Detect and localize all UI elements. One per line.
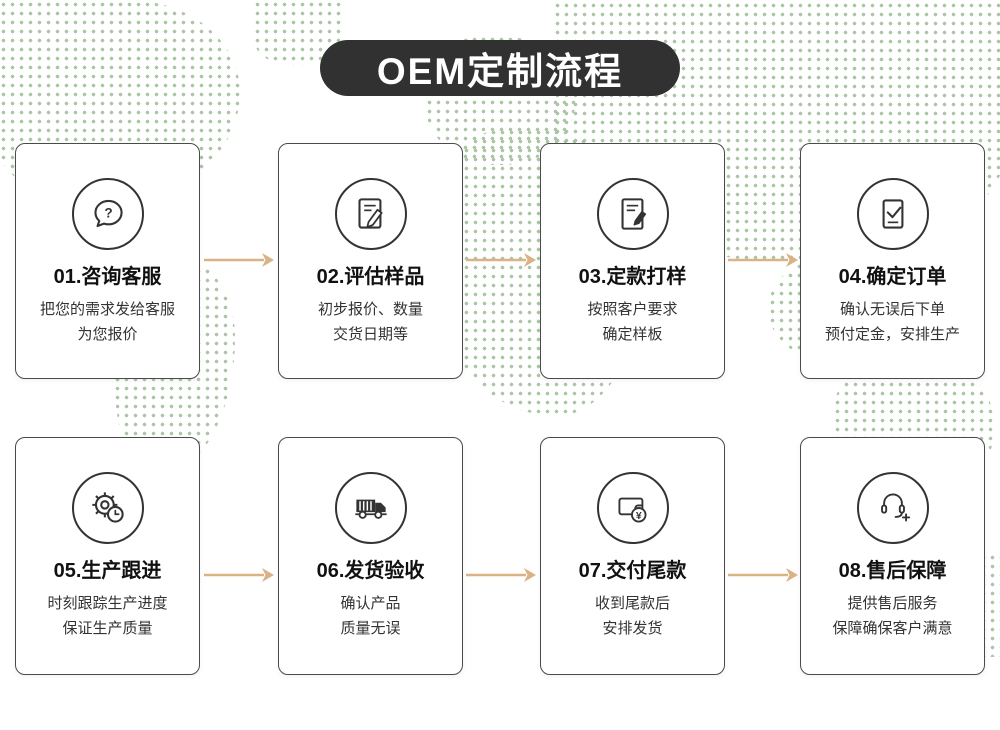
step-desc-line: 时刻跟踪生产进度: [47, 595, 168, 612]
headset-icon: [856, 472, 929, 544]
step-title: 05.生产跟进: [53, 560, 162, 582]
step-card-07: ¥ 07.交付尾款 收到尾款后 安排发货: [540, 437, 725, 675]
step-desc-line: 安排发货: [602, 620, 663, 637]
step-title: 04.确定订单: [838, 266, 947, 288]
step-title: 02.评估样品: [316, 266, 425, 288]
step-desc-line: 提供售后服务: [847, 595, 938, 612]
step-desc-line: 把您的需求发给客服: [39, 301, 175, 318]
step-card-06: 06.发货验收 确认产品 质量无误: [278, 437, 463, 675]
flow-arrow-icon: [464, 565, 538, 585]
step-title: 03.定款打样: [578, 266, 687, 288]
step-desc-line: 收到尾款后: [594, 595, 670, 612]
step-card-08: 08.售后保障 提供售后服务 保障确保客户满意: [800, 437, 985, 675]
svg-text:?: ?: [104, 206, 112, 221]
truck-icon: [334, 472, 407, 544]
step-card-04: 04.确定订单 确认无误后下单 预付定金，安排生产: [800, 143, 985, 379]
gear-clock-icon: [71, 472, 144, 544]
step-desc: 按照客户要求 确定样板: [587, 297, 677, 347]
step-title: 06.发货验收: [316, 560, 425, 582]
step-desc: 收到尾款后 安排发货: [595, 591, 670, 641]
step-title: 07.交付尾款: [578, 560, 687, 582]
wallet-yen-icon: ¥: [596, 472, 669, 544]
step-desc-line: 确认产品: [340, 595, 401, 612]
step-desc-line: 确定样板: [602, 326, 663, 343]
step-desc: 时刻跟踪生产进度 保证生产质量: [47, 591, 167, 641]
flow-arrow-icon: [202, 565, 276, 585]
step-card-05: 05.生产跟进 时刻跟踪生产进度 保证生产质量: [15, 437, 200, 675]
step-card-01: ? 01.咨询客服 把您的需求发给客服 为您报价: [15, 143, 200, 379]
step-desc-line: 按照客户要求: [587, 301, 678, 318]
step-desc-line: 确认无误后下单: [839, 301, 945, 318]
step-desc: 把您的需求发给客服 为您报价: [40, 297, 175, 347]
document-pen-icon: [596, 178, 669, 250]
flow-arrow-icon: [464, 250, 538, 270]
flow-arrow-icon: [202, 250, 276, 270]
page-title: OEM定制流程: [376, 51, 624, 92]
step-desc: 初步报价、数量 交货日期等: [318, 297, 423, 347]
step-desc-line: 预付定金，安排生产: [824, 326, 960, 343]
step-title: 01.咨询客服: [53, 266, 162, 288]
step-title: 08.售后保障: [838, 560, 947, 582]
document-pencil-icon: [334, 178, 407, 250]
flow-arrow-icon: [726, 250, 800, 270]
title-banner: OEM定制流程: [320, 40, 680, 96]
clipboard-check-icon: [856, 178, 929, 250]
flow-arrow-icon: [726, 565, 800, 585]
step-desc: 确认无误后下单 预付定金，安排生产: [825, 297, 960, 347]
svg-text:¥: ¥: [635, 511, 641, 522]
chat-question-icon: ?: [71, 178, 144, 250]
step-desc-line: 质量无误: [340, 620, 401, 637]
step-desc-line: 为您报价: [77, 326, 138, 343]
step-desc-line: 交货日期等: [332, 326, 408, 343]
step-card-02: 02.评估样品 初步报价、数量 交货日期等: [278, 143, 463, 379]
step-desc: 确认产品 质量无误: [340, 591, 400, 641]
step-desc-line: 初步报价、数量: [317, 301, 423, 318]
step-desc: 提供售后服务 保障确保客户满意: [832, 591, 952, 641]
step-desc-line: 保障确保客户满意: [832, 620, 953, 637]
step-card-03: 03.定款打样 按照客户要求 确定样板: [540, 143, 725, 379]
step-desc-line: 保证生产质量: [62, 620, 153, 637]
